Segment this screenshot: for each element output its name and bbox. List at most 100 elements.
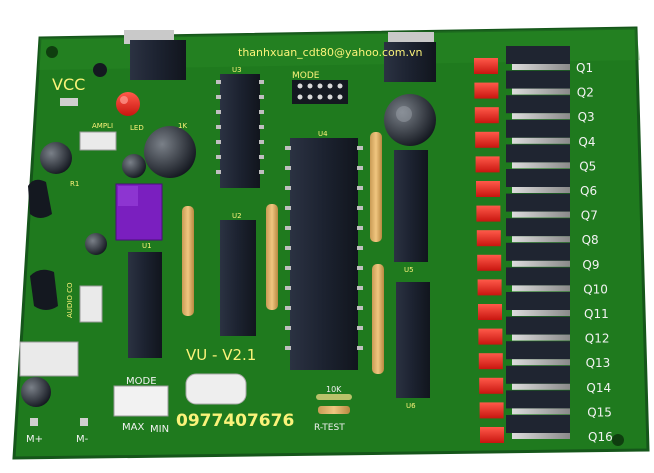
audio-connector: [79, 285, 103, 323]
amply-label: AMPLI: [92, 122, 113, 130]
trimmer-potentiometer: [115, 183, 163, 241]
mode-button-block: [113, 385, 169, 417]
mosfet-q1: [506, 46, 570, 70]
mosfet-q11: [506, 292, 570, 316]
mosfet-q5: [506, 144, 570, 169]
output-label-q14: Q14: [586, 381, 611, 395]
output-label-q8: Q8: [582, 233, 599, 247]
mode-bottom-label: MODE: [126, 376, 157, 387]
output-label-q5: Q5: [579, 159, 596, 173]
u6-label: U6: [406, 402, 416, 410]
ic-u6: [396, 282, 430, 398]
output-led-q4: [475, 131, 500, 148]
power-connector: [19, 341, 79, 377]
mosfet-q2: [506, 70, 570, 95]
vcc-label: VCC: [52, 75, 85, 94]
mosfet-q7: [506, 193, 570, 218]
output-label-q7: Q7: [581, 209, 598, 223]
output-label-q12: Q12: [585, 332, 610, 346]
u5-label: U5: [404, 266, 414, 274]
10k-label: 10K: [326, 385, 342, 394]
output-led-q5: [475, 156, 500, 173]
output-led-q15: [479, 402, 504, 419]
output-led-q16: [480, 427, 504, 443]
power-led: [116, 92, 140, 116]
output-label-q3: Q3: [578, 110, 595, 124]
transistor-top: [93, 63, 107, 77]
mount-hole-top-left: [46, 46, 58, 58]
mosfet-q13: [506, 341, 570, 366]
mosfet-q8: [506, 218, 570, 243]
m-minus-pad: [80, 418, 88, 426]
transistor-left-bottom: [30, 269, 58, 310]
mosfet-q12: [506, 316, 570, 341]
output-label-q13: Q13: [586, 356, 611, 370]
output-led-q10: [477, 279, 502, 296]
output-led-q9: [477, 254, 502, 271]
version-label: VU - V2.1: [186, 346, 256, 364]
output-led-q1: [474, 58, 498, 74]
output-label-q1: Q1: [576, 61, 593, 75]
voltage-regulator-right: [384, 32, 436, 82]
ic-u3: [216, 74, 264, 188]
resistor-right-bottom: [372, 264, 384, 374]
mode-jumper-header: [292, 80, 348, 104]
output-label-q6: Q6: [580, 184, 597, 198]
mosfet-q3: [506, 95, 570, 120]
resistor-r-test: [318, 406, 350, 414]
mosfet-q14: [506, 365, 570, 390]
amply-connector: [79, 131, 117, 151]
u4-label: U4: [318, 130, 328, 138]
mode-top-label: MODE: [292, 71, 320, 81]
m-minus-label: M-: [76, 434, 89, 445]
email-label: thanhxuan_cdt80@yahoo.com.vn: [238, 46, 422, 59]
u3-label: U3: [232, 66, 242, 74]
transistor-left-top: [28, 179, 52, 218]
output-label-q10: Q10: [583, 282, 608, 296]
output-label-q4: Q4: [578, 135, 595, 149]
1k-label: 1K: [178, 122, 187, 130]
resistor-mid-tall: [266, 204, 278, 310]
ic-u2: [220, 220, 256, 336]
capacitor-bottom-left: [21, 377, 51, 407]
audio-label: AUDIO CO: [66, 282, 74, 318]
r1-label: R1: [70, 180, 79, 188]
vcc-pad: [60, 98, 78, 106]
resistor-right-top: [370, 132, 382, 242]
output-led-q14: [479, 377, 504, 394]
ic-u5: [394, 150, 428, 262]
led-label: LED: [130, 124, 144, 132]
output-label-q9: Q9: [582, 258, 599, 272]
output-label-q2: Q2: [577, 86, 594, 100]
output-label-q15: Q15: [587, 405, 612, 419]
trimmer-highlight: [118, 186, 138, 206]
voltage-regulator-left: [124, 30, 186, 80]
output-led-bank: [474, 58, 504, 443]
m-plus-pad: [30, 418, 38, 426]
mosfet-q6: [506, 169, 570, 193]
output-led-q13: [478, 353, 503, 370]
output-led-q12: [478, 328, 503, 345]
capacitor-small-left: [40, 142, 72, 174]
output-led-q3: [474, 107, 499, 124]
output-led-q7: [476, 205, 501, 222]
output-label-q16: Q16: [588, 430, 613, 444]
mosfet-q15: [506, 390, 570, 415]
mosfet-bank: [506, 46, 570, 439]
u1-label: U1: [142, 242, 152, 250]
output-led-q6: [476, 181, 500, 197]
output-led-q2: [474, 82, 499, 99]
capacitor-small-mid: [122, 154, 146, 178]
mount-hole-bottom-right: [612, 434, 624, 446]
mosfet-q9: [506, 242, 570, 267]
capacitor-small-low: [85, 233, 107, 255]
mosfet-q4: [506, 119, 570, 144]
u2-label: U2: [232, 212, 242, 220]
ic-u4-mcu: [285, 138, 363, 370]
phone-label: 0977407676: [176, 411, 294, 431]
capacitor-large-left: [144, 126, 196, 178]
resistor-10k: [316, 394, 352, 400]
